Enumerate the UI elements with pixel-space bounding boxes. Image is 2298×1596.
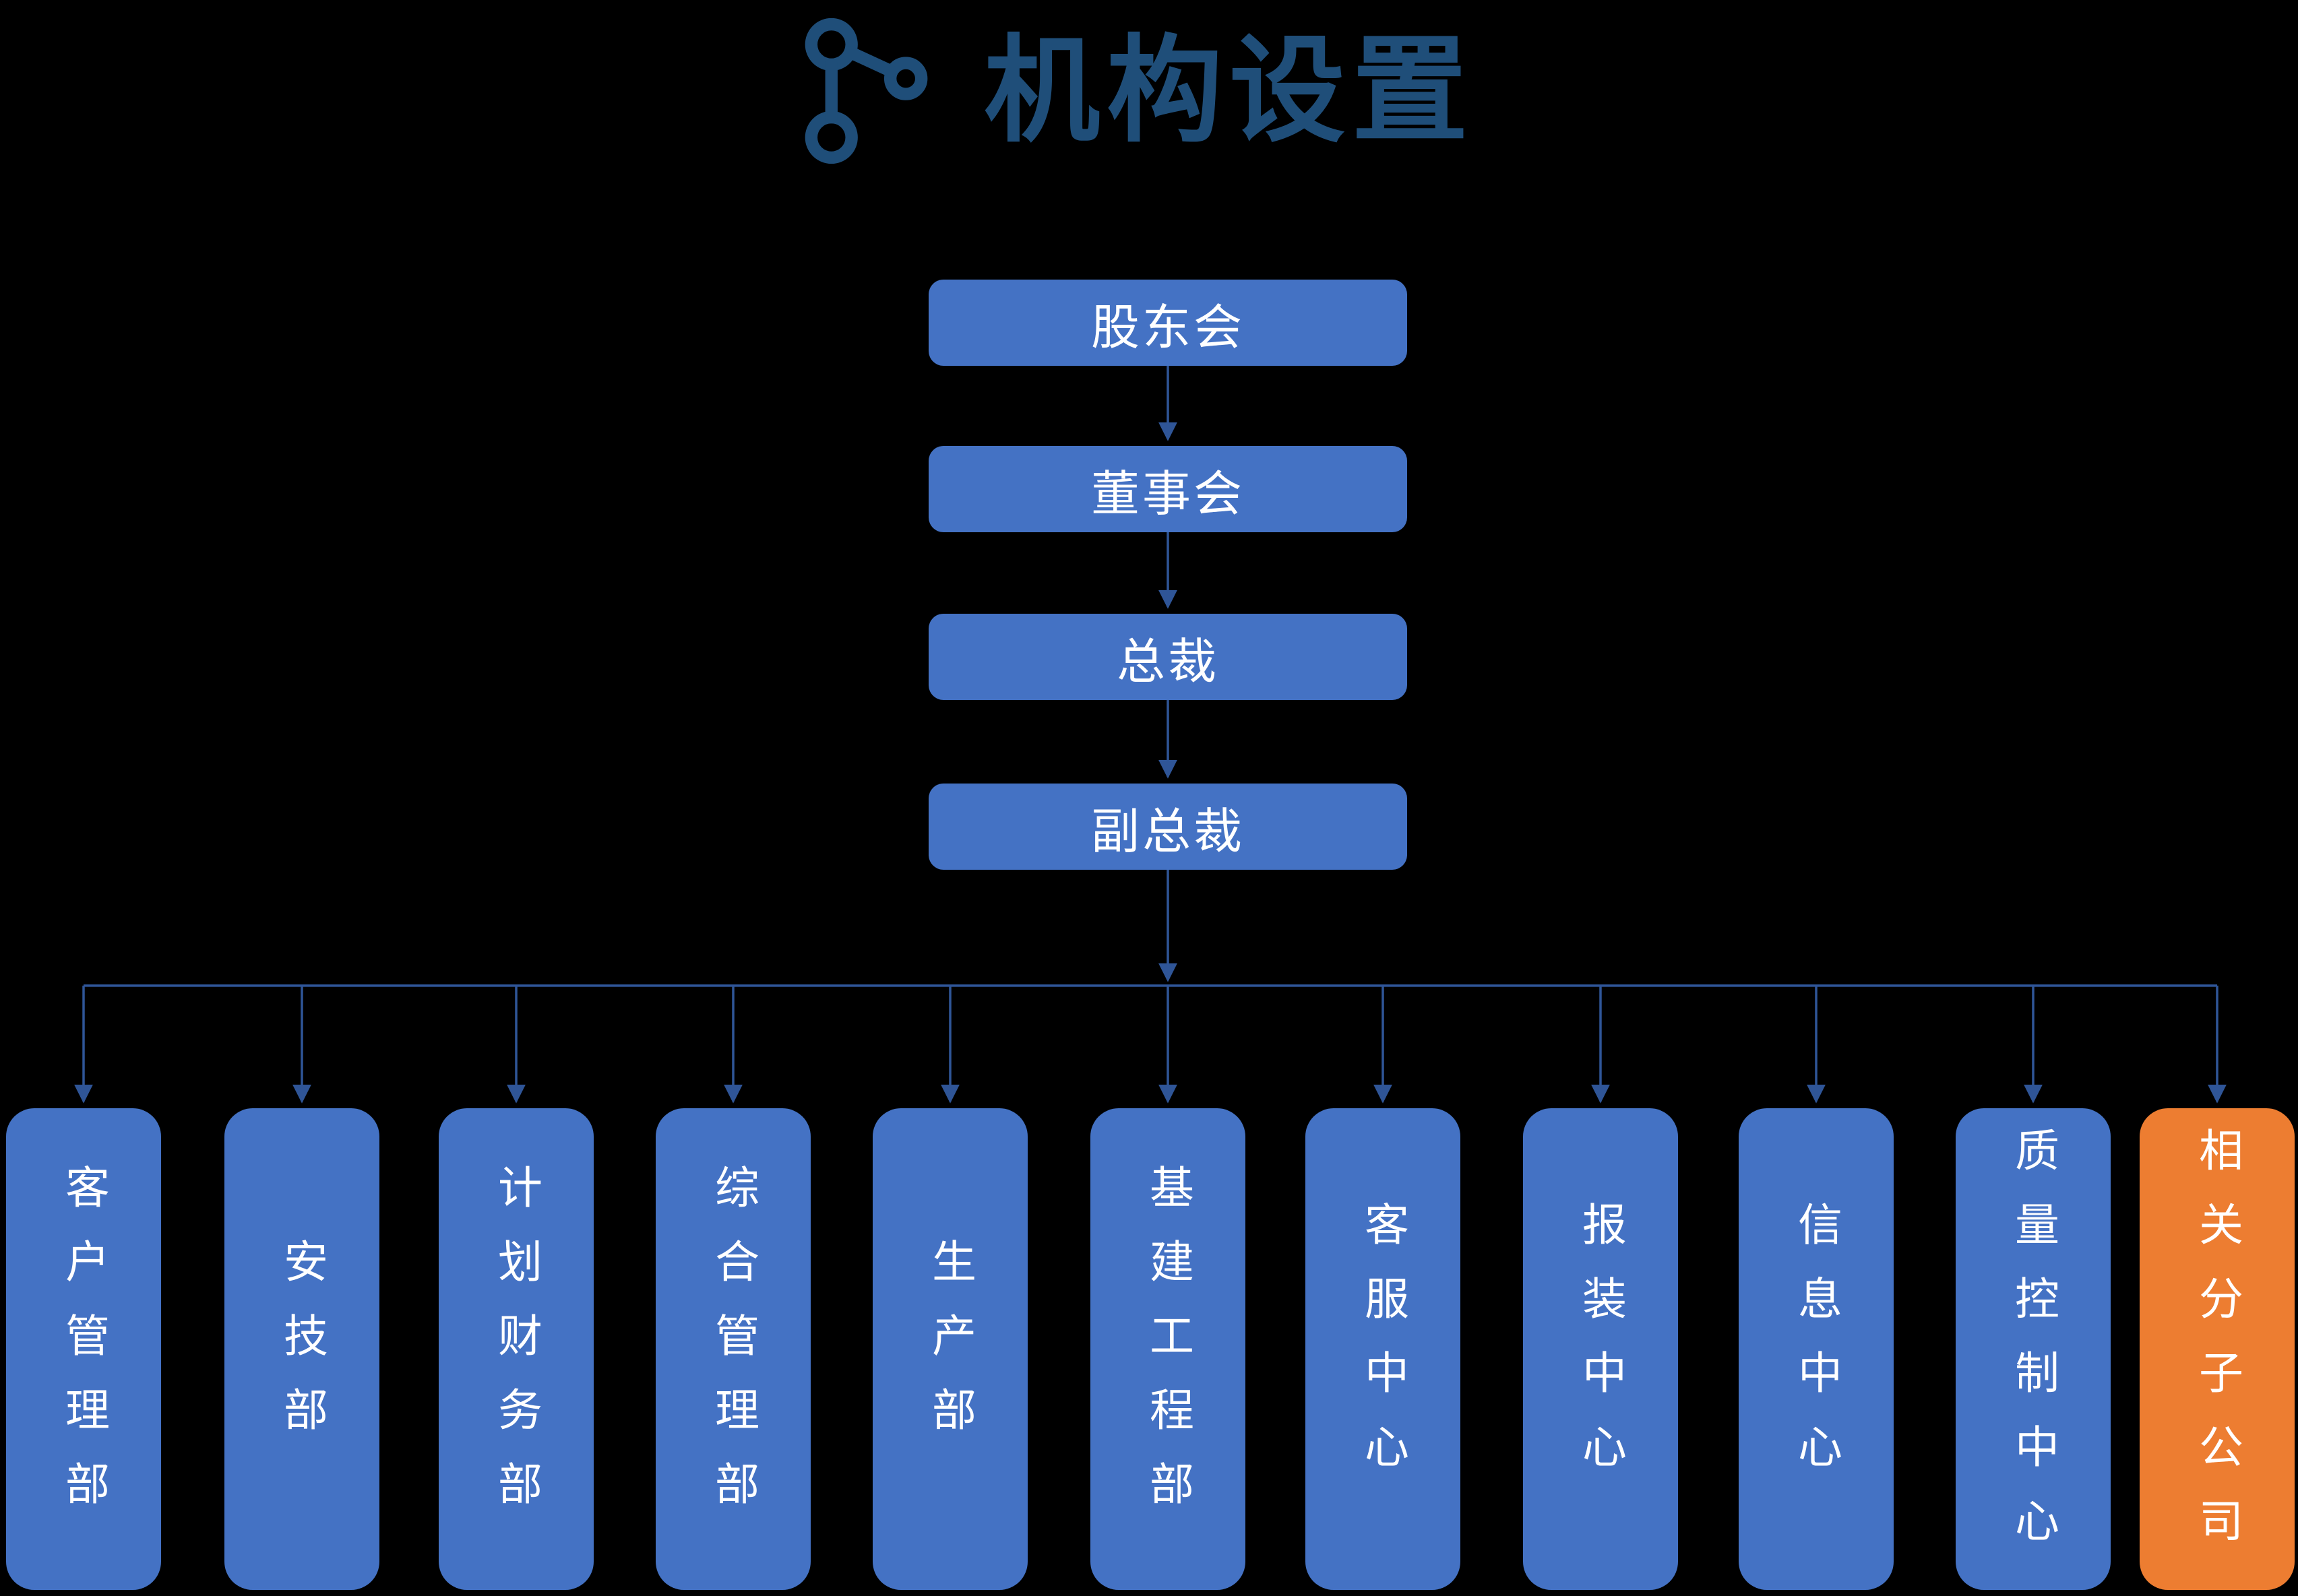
chart-header: 机构设置 (782, 13, 1474, 168)
department-node: 生产部 (873, 1108, 1028, 1590)
department-node: 质量控制中心 (1956, 1108, 2111, 1590)
node-label: 股东会 (1090, 298, 1245, 356)
node-shareholders-meeting: 股东会 (929, 280, 1407, 366)
department-node: 安技部 (224, 1108, 379, 1590)
department-node: 客户管理部 (6, 1108, 161, 1590)
department-node: 报装中心 (1523, 1108, 1678, 1590)
department-label: 信息中心 (1791, 1201, 1842, 1498)
department-label: 生产部 (925, 1238, 976, 1461)
department-label: 计划财务部 (491, 1163, 542, 1535)
department-label: 相关分子公司 (2192, 1126, 2243, 1572)
department-label: 客户管理部 (58, 1163, 110, 1535)
department-label: 客服中心 (1357, 1201, 1409, 1498)
department-label: 质量控制中心 (2008, 1126, 2059, 1572)
department-node: 客服中心 (1305, 1108, 1460, 1590)
node-label: 董事会 (1090, 465, 1245, 522)
node-vice-president: 副总裁 (929, 784, 1407, 870)
department-node-highlighted: 相关分子公司 (2140, 1108, 2295, 1590)
node-president: 总裁 (929, 614, 1407, 700)
department-label: 报装中心 (1575, 1201, 1627, 1498)
department-node: 计划财务部 (439, 1108, 594, 1590)
department-node: 信息中心 (1739, 1108, 1894, 1590)
page-title: 机构设置 (984, 23, 1475, 158)
network-share-icon (782, 13, 937, 168)
department-label: 安技部 (276, 1238, 328, 1461)
node-label: 总裁 (1116, 633, 1219, 690)
department-node: 基建工程部 (1090, 1108, 1245, 1590)
node-board-of-directors: 董事会 (929, 446, 1407, 532)
department-label: 综合管理部 (708, 1163, 759, 1535)
department-node: 综合管理部 (656, 1108, 811, 1590)
node-label: 副总裁 (1090, 802, 1245, 860)
department-label: 基建工程部 (1142, 1163, 1194, 1535)
